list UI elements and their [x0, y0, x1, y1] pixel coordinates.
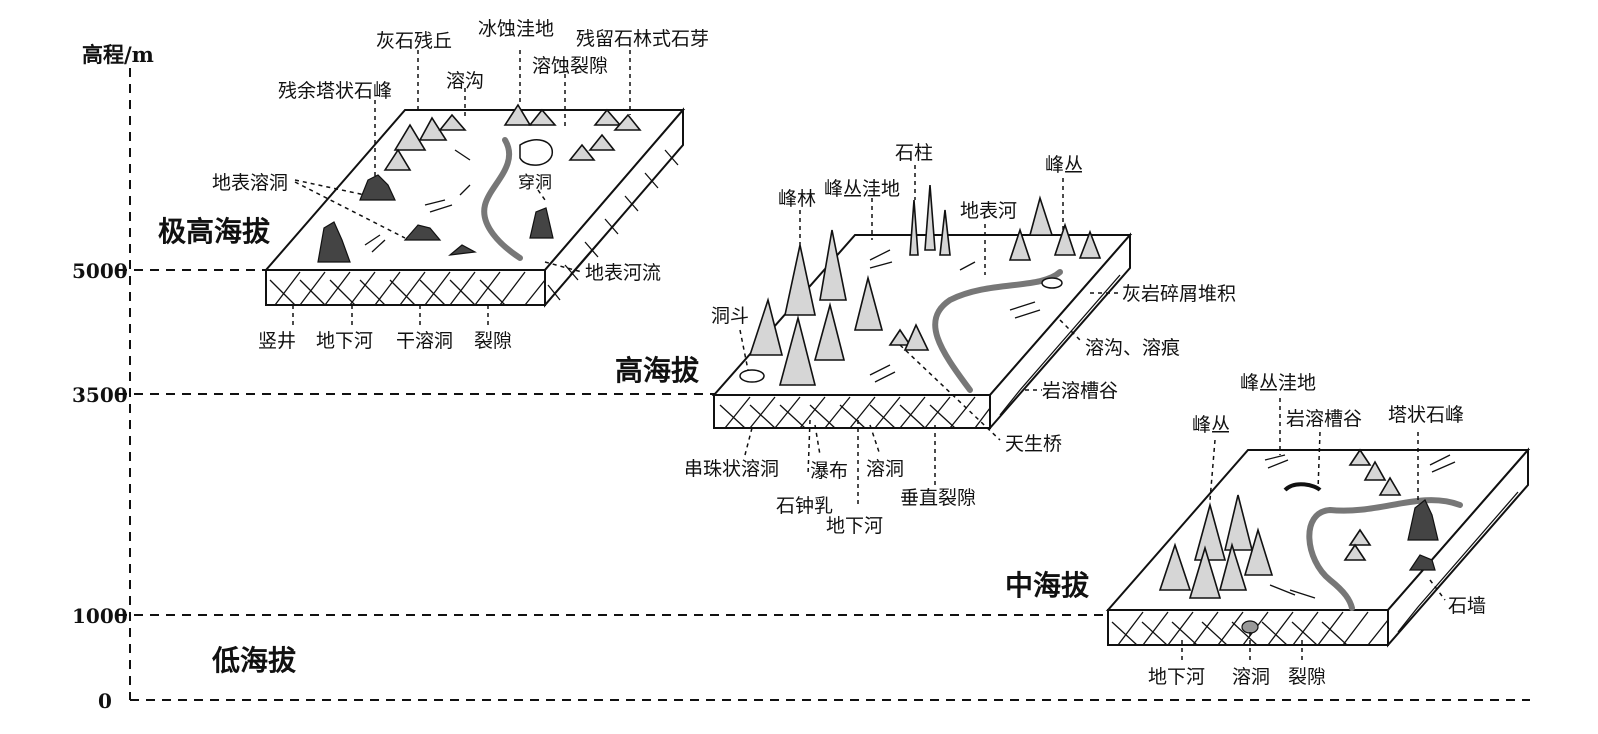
label-groove-trace: 溶沟、溶痕	[1085, 337, 1181, 359]
label-peak-forest: 峰林	[778, 188, 817, 210]
label-fissure-1: 裂隙	[474, 330, 513, 352]
label-residual-stone-forest: 残留石林式石芽	[576, 28, 710, 50]
label-residual-tower-peak: 残余塔状石峰	[278, 80, 393, 102]
label-solution-fissure: 溶蚀裂隙	[532, 55, 609, 77]
zone-low: 低海拔	[212, 644, 297, 677]
axis-title: 高程/m	[82, 42, 154, 67]
high-altitude-block	[711, 165, 1133, 505]
label-dry-cave: 干溶洞	[396, 330, 454, 352]
label-peak-cluster-depression-3: 峰丛洼地	[1240, 372, 1317, 394]
label-surface-cave: 地表溶洞	[212, 172, 289, 194]
label-glacial-depression: 冰蚀洼地	[478, 18, 555, 40]
label-natural-bridge: 天生桥	[1005, 433, 1063, 455]
tick-1000: 1000	[72, 604, 128, 628]
tick-3500: 3500	[72, 383, 128, 407]
label-tower-peak: 塔状石峰	[1388, 404, 1465, 426]
label-peak-cluster-3: 峰丛	[1192, 414, 1231, 436]
label-beaded-cave: 串珠状溶洞	[684, 458, 780, 480]
label-surface-river-2: 地表河	[960, 200, 1018, 222]
label-peak-cluster-depression-2: 峰丛洼地	[824, 178, 901, 200]
label-limestone-debris: 灰岩碎屑堆积	[1122, 283, 1237, 305]
label-waterfall: 瀑布	[810, 460, 849, 482]
label-underground-river-1: 地下河	[316, 330, 374, 352]
label-stone-wall: 石墙	[1448, 595, 1487, 617]
middle-altitude-block	[1105, 398, 1531, 662]
label-karst-trough-valley-3: 岩溶槽谷	[1286, 408, 1363, 430]
tick-0: 0	[98, 689, 112, 713]
zone-high: 高海拔	[615, 354, 700, 387]
label-underground-river-3: 地下河	[1148, 666, 1206, 688]
label-stalactite: 石钟乳	[776, 495, 834, 517]
label-solution-groove: 溶沟	[446, 70, 485, 92]
label-shaft: 竖井	[258, 330, 297, 352]
label-surface-river-1: 地表河流	[585, 262, 662, 284]
label-through-cave: 穿洞	[518, 173, 552, 193]
label-fissure-3: 裂隙	[1288, 666, 1327, 688]
zone-middle: 中海拔	[1005, 569, 1090, 602]
label-underground-river-2: 地下河	[826, 515, 884, 537]
label-karst-trough-valley-2: 岩溶槽谷	[1042, 380, 1119, 402]
label-cave-2: 溶洞	[866, 458, 905, 480]
label-cave-3: 溶洞	[1232, 666, 1271, 688]
zone-very-high: 极高海拔	[158, 215, 271, 248]
very-high-altitude-block	[263, 50, 686, 328]
label-limestone-residual-hill: 灰石残丘	[376, 30, 453, 52]
label-stone-pillar: 石柱	[895, 142, 934, 164]
tick-5000: 5000	[72, 259, 128, 283]
label-vertical-fissure: 垂直裂隙	[900, 487, 977, 509]
label-peak-cluster-2: 峰丛	[1045, 154, 1084, 176]
label-doline: 洞斗	[711, 305, 750, 327]
